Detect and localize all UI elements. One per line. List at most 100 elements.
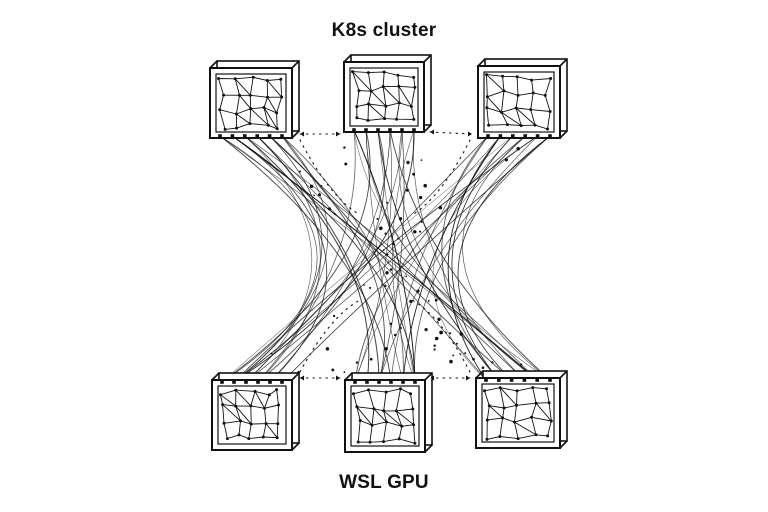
junction-dot [419,230,422,233]
node-port [230,134,235,138]
mesh-vertex [412,117,416,121]
node-inner-frame [349,67,419,127]
mesh-vertex [367,102,370,106]
junction-dot [434,336,439,341]
mesh-vertex [237,433,241,437]
mesh-vertex [233,77,237,81]
mesh-vertex [351,70,354,74]
junction-dot [491,361,494,364]
junction-dot [418,195,423,200]
junction-dot [449,359,453,364]
connection-line [457,135,551,381]
mesh-vertex [277,403,280,407]
junction-dot [452,354,455,357]
node-port [243,134,247,138]
mesh-vertex [355,405,359,409]
mesh-vertex [548,110,552,113]
connection-line [354,135,514,383]
mesh-vertex [275,111,279,115]
mesh-vertex [384,390,388,394]
connection-line [462,135,551,381]
node-inner-frame [217,385,287,445]
junction-dot [433,344,436,347]
mesh-vertex [500,110,503,114]
connection-line [256,135,380,383]
mesh-vertex [355,105,359,109]
arrowhead [466,375,470,381]
node-layer [209,54,568,453]
junction-dot [344,162,348,166]
connection-line [281,135,512,381]
junction-dot [313,194,315,197]
connection-line [219,135,318,383]
mesh-vertex [235,126,239,130]
mesh-vertex [483,389,486,393]
node-port [220,380,224,384]
node-inner-frame [215,73,287,133]
mesh-vertex [530,78,534,82]
junction-dot [438,206,443,210]
connection-line [414,135,551,383]
junction-dot [331,368,335,372]
mesh-vertex [519,124,523,128]
junction-dot [384,346,388,351]
junction-dot [420,159,423,161]
mesh-vertex [234,404,238,408]
junction-dot [386,201,389,204]
node-edge [211,372,300,451]
node-edge [477,58,568,139]
mesh-vertex [533,123,537,127]
node-port [412,128,416,132]
arrowhead [300,375,304,381]
mesh-vertex [275,388,279,392]
connection-line [233,129,415,383]
mesh-vertex [368,440,372,444]
mesh-vertex [530,415,534,419]
node-mesh [352,71,416,121]
node-port [267,134,272,138]
connection-line [398,129,538,381]
junction-dot [379,226,383,231]
node-port [535,134,540,138]
junction-dot [385,271,389,275]
mesh-vertex [358,419,362,422]
junction-dot [406,160,410,165]
node-mesh [484,387,552,440]
node-port [497,378,501,382]
mesh-vertex [222,93,226,97]
mesh-vertex [249,404,253,408]
junction-dot [409,299,413,304]
mesh-vertex [262,106,266,109]
mesh-vertex [266,123,270,127]
mesh-vertex [219,393,222,397]
junction-dot [384,284,387,288]
connection-line [244,135,370,383]
junction-dot [320,184,323,187]
mesh-vertex [218,108,222,112]
mesh-vertex [266,95,269,99]
mesh-vertex [384,104,388,108]
connection-line [354,129,392,383]
connection-line [402,135,501,383]
node-port [548,378,552,382]
mesh-vertex [413,85,417,89]
node-inner-frame [350,385,420,447]
mesh-vertex [396,73,400,77]
junction-dot [394,333,397,337]
connection-line [245,135,489,383]
mesh-vertex [543,93,547,97]
mesh-vertex [217,77,220,80]
node-port [484,378,488,382]
mesh-vertex [516,93,520,97]
node-edge [344,372,433,453]
junction-dot [387,261,390,264]
mesh-vertex [487,404,491,408]
node-edge [343,54,432,133]
junction-dot [398,217,403,221]
mesh-vertex [369,89,373,93]
junction-dot [464,352,467,355]
mesh-vertex [355,116,359,120]
mesh-vertex [382,409,386,413]
mesh-vertex [275,127,279,131]
node-port [522,378,527,382]
